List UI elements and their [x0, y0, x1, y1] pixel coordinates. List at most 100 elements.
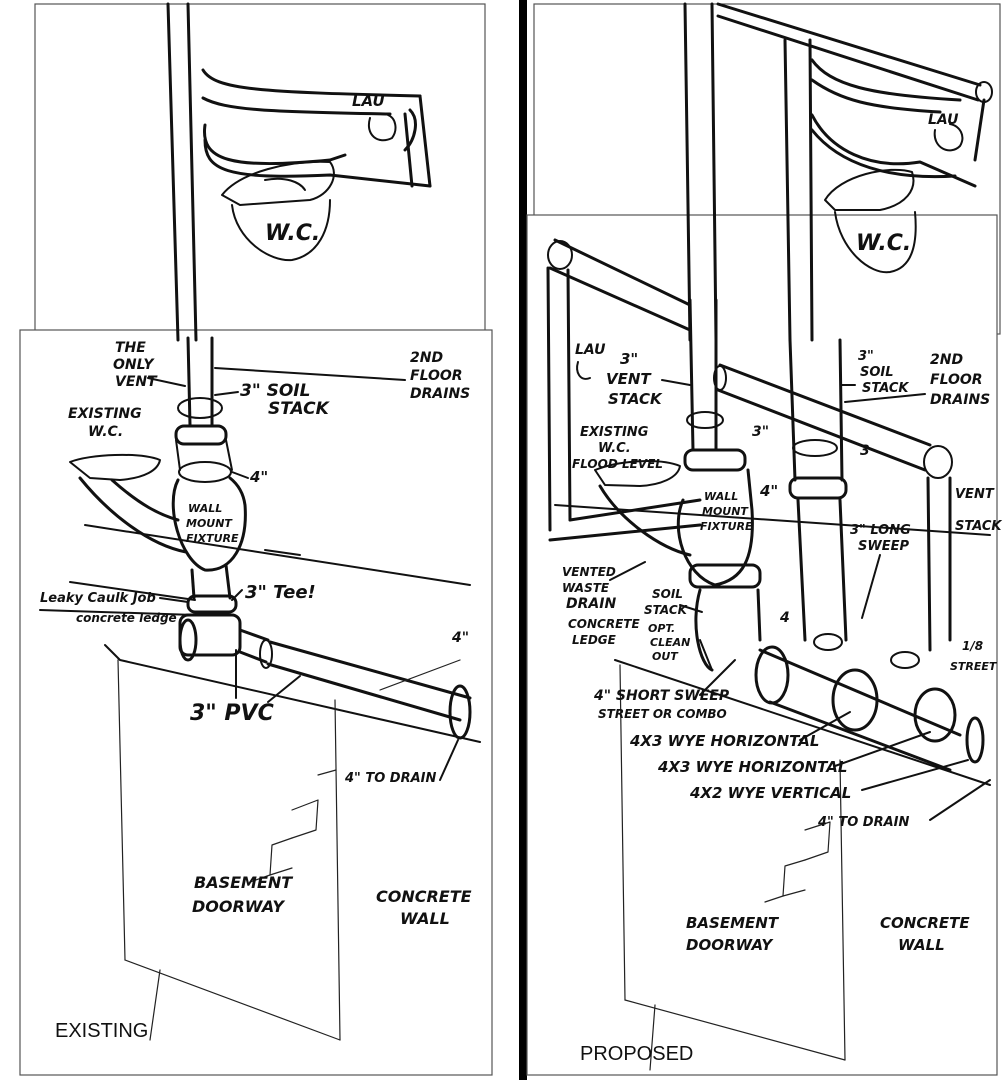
svg-text:LEDGE: LEDGE	[572, 633, 617, 647]
svg-text:DOORWAY: DOORWAY	[192, 897, 285, 916]
svg-text:STREET: STREET	[950, 660, 998, 673]
svg-text:STACK: STACK	[862, 381, 909, 396]
panel-divider	[519, 0, 527, 1080]
existing-wall-label: CONCRETE WALL	[376, 887, 472, 928]
svg-text:FIXTURE: FIXTURE	[700, 520, 753, 533]
svg-text:OUT: OUT	[652, 650, 679, 663]
svg-text:WALL: WALL	[188, 502, 222, 515]
proposed-vent-stack	[676, 298, 762, 672]
existing-four-inch-arrow	[231, 471, 249, 479]
existing-soil-stack-arrow	[214, 391, 239, 396]
svg-text:4" SHORT SWEEP: 4" SHORT SWEEP	[593, 688, 730, 704]
proposed-to-drain-arrow	[929, 779, 991, 821]
svg-text:1/8: 1/8	[962, 639, 983, 653]
existing-caption: EXISTING	[55, 1020, 148, 1042]
svg-text:WASTE: WASTE	[562, 581, 610, 595]
proposed-wc-label: W.C.	[856, 231, 911, 256]
existing-wc-callout: EXISTING W.C.	[68, 406, 142, 440]
svg-text:VENT: VENT	[955, 487, 995, 502]
proposed-wall-label: CONCRETE WALL	[880, 914, 970, 954]
proposed-bottom-drain	[699, 633, 985, 772]
proposed-wye2-arrow	[834, 731, 931, 767]
svg-text:2ND: 2ND	[930, 352, 963, 368]
proposed-wall-mount-label: WALL MOUNT FIXTURE	[700, 490, 753, 533]
existing-to-drain-arrow	[439, 739, 459, 781]
proposed-soil-stack	[788, 338, 848, 642]
proposed-four-inch-label: 4"	[759, 482, 778, 500]
svg-text:VENT: VENT	[115, 374, 158, 390]
svg-text:CONCRETE: CONCRETE	[376, 887, 472, 906]
svg-text:STACK: STACK	[608, 390, 663, 408]
proposed-caption: PROPOSED	[580, 1043, 693, 1065]
existing-second-floor-label: 2ND FLOOR DRAINS	[410, 350, 470, 402]
proposed-wye2-label: 4X3 WYE HORIZONTAL	[657, 758, 847, 776]
existing-leaky-label: Leaky Caulk Job	[40, 591, 156, 606]
svg-text:BASEMENT: BASEMENT	[194, 873, 293, 892]
svg-text:DOORWAY: DOORWAY	[686, 936, 774, 954]
proposed-soil-stack-label: 3" SOIL STACK	[858, 349, 909, 396]
svg-text:STACK: STACK	[268, 399, 331, 419]
proposed-panel: LAU W.C.	[526, 2, 1002, 1076]
svg-text:3" LONG: 3" LONG	[850, 523, 911, 538]
existing-tee-mark	[264, 549, 301, 556]
proposed-vent-stack-label: 3" VENT STACK	[606, 350, 663, 408]
proposed-three-b-label: 3	[860, 443, 870, 459]
svg-text:VENT: VENT	[606, 370, 652, 388]
svg-text:WALL: WALL	[898, 936, 945, 954]
proposed-upper-floor-piping	[683, 2, 993, 342]
proposed-lav-left-mark	[576, 361, 591, 380]
svg-text:DRAIN: DRAIN	[566, 596, 616, 612]
proposed-three-a-label: 3"	[752, 424, 769, 440]
proposed-clean-out-label: OPT. CLEAN OUT	[648, 622, 690, 663]
svg-text:DRAINS: DRAINS	[930, 392, 990, 408]
svg-text:FIXTURE: FIXTURE	[186, 532, 239, 545]
svg-text:STREET OR COMBO: STREET OR COMBO	[598, 707, 727, 721]
existing-second-floor-arrow	[214, 367, 406, 381]
proposed-long-sweep-arrow	[861, 554, 881, 619]
existing-panel: LAU W.C.	[19, 2, 493, 1076]
proposed-ledge-walls	[614, 659, 991, 1071]
existing-ledge-label: concrete ledge	[76, 611, 177, 625]
proposed-vented-waste-label: VENTED WASTE DRAIN	[562, 565, 616, 612]
svg-text:STACK: STACK	[955, 519, 1002, 534]
proposed-wye3-label: 4X2 WYE VERTICAL	[689, 784, 851, 802]
proposed-vented-waste-arrow	[609, 561, 646, 581]
existing-wall-mount-label: WALL MOUNT FIXTURE	[186, 502, 239, 545]
existing-pvc-label: 3" PVC	[190, 701, 274, 726]
proposed-second-floor-arrow	[844, 393, 926, 403]
svg-text:3" SOIL: 3" SOIL	[240, 381, 310, 401]
proposed-short-sweep-label: 4" SHORT SWEEP STREET OR COMBO	[593, 688, 730, 721]
svg-text:CLEAN: CLEAN	[650, 636, 690, 649]
svg-text:3": 3"	[620, 350, 638, 368]
proposed-lav-left-label: LAU	[575, 342, 606, 358]
existing-to-drain-label: 4" TO DRAIN	[344, 771, 436, 786]
existing-four-inch-label: 4"	[249, 468, 268, 486]
svg-text:DRAINS: DRAINS	[410, 386, 470, 402]
proposed-wye1-arrow	[799, 711, 851, 741]
proposed-four-h-label: 4	[779, 610, 790, 626]
proposed-concrete-ledge-label: CONCRETE LEDGE	[568, 617, 640, 647]
svg-text:EXISTING: EXISTING	[68, 406, 142, 422]
existing-leaky-arrow	[159, 597, 189, 603]
svg-text:MOUNT: MOUNT	[186, 517, 233, 530]
svg-text:STACK: STACK	[644, 603, 689, 617]
proposed-existing-wc-label: EXISTING W.C. FLOOD LEVEL	[572, 425, 663, 471]
svg-text:SWEEP: SWEEP	[858, 539, 909, 554]
existing-lav-label: LAU	[352, 92, 385, 110]
svg-text:WALL: WALL	[400, 909, 450, 928]
proposed-one-eighth-label: 1/8 STREET	[950, 639, 998, 673]
existing-ledge-walls	[39, 524, 481, 1041]
svg-text:ONLY: ONLY	[113, 357, 155, 373]
proposed-vent-stack-arrow	[661, 379, 691, 386]
existing-lower-sheet	[19, 329, 493, 1076]
existing-four-size-label: 4"	[451, 630, 469, 646]
svg-text:W.C.: W.C.	[598, 441, 631, 456]
svg-text:WALL: WALL	[704, 490, 738, 503]
svg-text:EXISTING: EXISTING	[580, 425, 649, 440]
upper-floor-piping	[166, 2, 432, 342]
proposed-waste-drain	[554, 460, 991, 557]
existing-pvc-arrow-2	[267, 675, 301, 703]
proposed-lav-top-label: LAU	[928, 112, 959, 128]
svg-text:MOUNT: MOUNT	[702, 505, 749, 518]
